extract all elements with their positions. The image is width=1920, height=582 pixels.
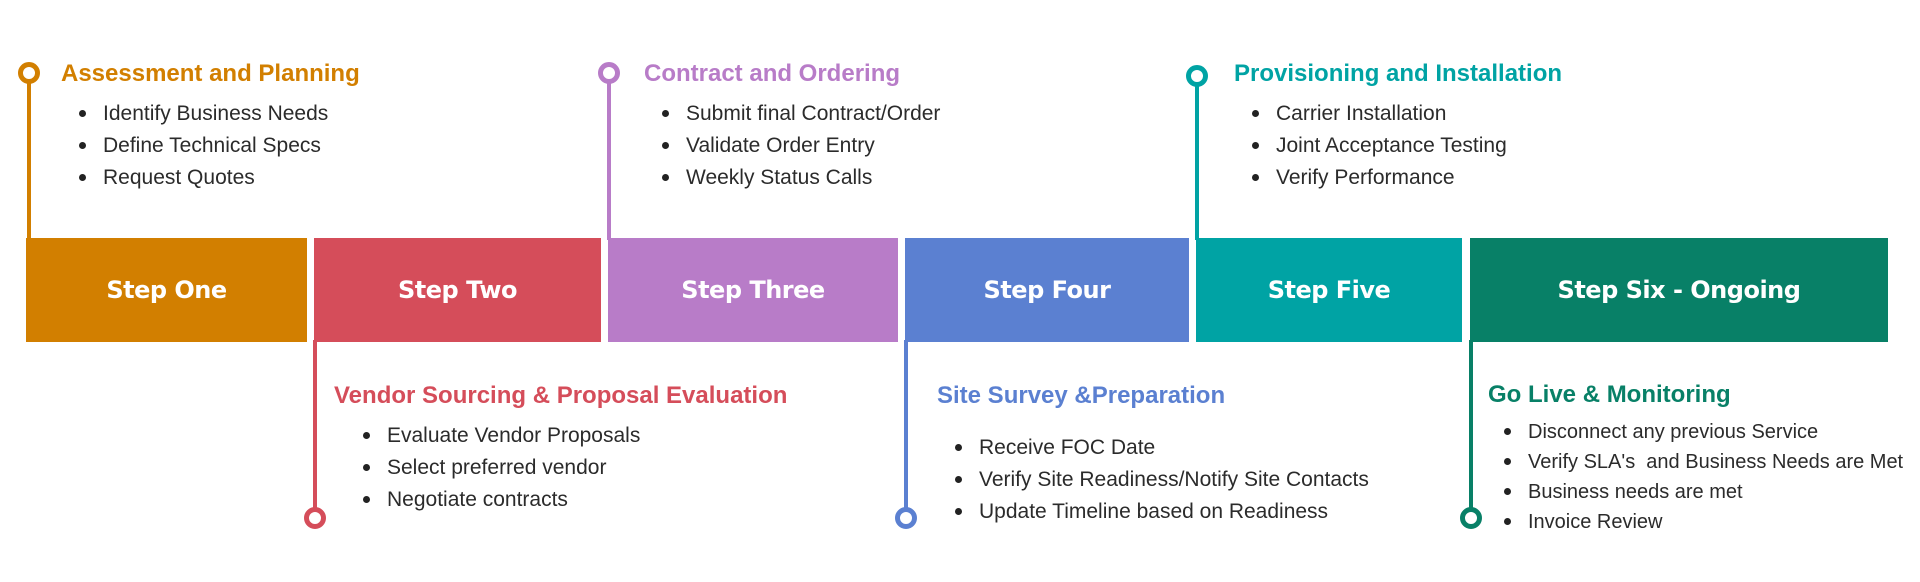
- provisioning-title: Provisioning and Installation: [1234, 60, 1563, 87]
- go-live-title: Go Live & Monitoring: [1488, 381, 1731, 408]
- vendor-sourcing-list: Evaluate Vendor Proposals Select preferr…: [334, 420, 787, 516]
- step-six-box: Step Six - Ongoing: [1470, 238, 1888, 342]
- vendor-sourcing-section: Vendor Sourcing & Proposal Evaluation Ev…: [334, 382, 787, 516]
- step-five-box: Step Five: [1196, 238, 1462, 342]
- list-item: Select preferred vendor: [362, 452, 787, 484]
- list-item: Request Quotes: [79, 162, 360, 194]
- step-one-connector: [27, 80, 31, 240]
- step-one-marker: [18, 62, 40, 84]
- step-three-label: Step Three: [681, 276, 825, 304]
- assessment-list: Identify Business Needs Define Technical…: [61, 98, 360, 194]
- step-two-box: Step Two: [314, 238, 601, 342]
- list-item: Joint Acceptance Testing: [1251, 130, 1562, 162]
- step-four-label: Step Four: [983, 276, 1111, 304]
- list-item: Update Timeline based on Readiness: [955, 496, 1369, 528]
- list-item: Invoice Review: [1503, 507, 1903, 537]
- list-item: Define Technical Specs: [79, 130, 360, 162]
- list-item: Submit final Contract/Order: [661, 98, 940, 130]
- vendor-sourcing-title: Vendor Sourcing & Proposal Evaluation: [334, 382, 788, 409]
- step-four-marker: [895, 507, 917, 529]
- step-six-label: Step Six - Ongoing: [1557, 276, 1801, 304]
- provisioning-list: Carrier Installation Joint Acceptance Te…: [1234, 98, 1562, 194]
- step-three-box: Step Three: [608, 238, 898, 342]
- list-item: Verify SLA's and Business Needs are Met: [1503, 447, 1903, 477]
- assessment-title: Assessment and Planning: [61, 60, 360, 87]
- site-survey-list: Receive FOC Date Verify Site Readiness/N…: [937, 432, 1369, 528]
- step-three-marker: [598, 62, 620, 84]
- step-one-box: Step One: [26, 238, 307, 342]
- site-survey-section: Site Survey &Preparation Receive FOC Dat…: [937, 382, 1369, 528]
- provisioning-section: Provisioning and Installation Carrier In…: [1234, 60, 1562, 194]
- site-survey-title: Site Survey &Preparation: [937, 382, 1226, 409]
- step-six-marker: [1460, 507, 1482, 529]
- list-item: Carrier Installation: [1251, 98, 1562, 130]
- list-item: Weekly Status Calls: [661, 162, 940, 194]
- list-item: Disconnect any previous Service: [1503, 417, 1903, 447]
- contract-ordering-section: Contract and Ordering Submit final Contr…: [644, 60, 940, 194]
- step-four-connector: [904, 340, 908, 510]
- step-two-connector: [313, 340, 317, 510]
- contract-ordering-title: Contract and Ordering: [644, 60, 901, 87]
- list-item: Negotiate contracts: [362, 484, 787, 516]
- list-item: Verify Site Readiness/Notify Site Contac…: [955, 464, 1369, 496]
- step-five-connector: [1195, 82, 1199, 240]
- contract-ordering-list: Submit final Contract/Order Validate Ord…: [644, 98, 940, 194]
- step-one-label: Step One: [106, 276, 227, 304]
- step-five-marker: [1186, 65, 1208, 87]
- list-item: Verify Performance: [1251, 162, 1562, 194]
- list-item: Validate Order Entry: [661, 130, 940, 162]
- list-item: Evaluate Vendor Proposals: [362, 420, 787, 452]
- step-two-label: Step Two: [398, 276, 517, 304]
- step-four-box: Step Four: [905, 238, 1189, 342]
- step-six-connector: [1469, 340, 1473, 510]
- list-item: Business needs are met: [1503, 477, 1903, 507]
- go-live-list: Disconnect any previous Service Verify S…: [1488, 417, 1903, 537]
- step-five-label: Step Five: [1267, 276, 1391, 304]
- step-two-marker: [304, 507, 326, 529]
- step-three-connector: [607, 80, 611, 240]
- list-item: Identify Business Needs: [79, 98, 360, 130]
- assessment-section: Assessment and Planning Identify Busines…: [61, 60, 360, 194]
- list-item: Receive FOC Date: [955, 432, 1369, 464]
- go-live-section: Go Live & Monitoring Disconnect any prev…: [1488, 381, 1903, 537]
